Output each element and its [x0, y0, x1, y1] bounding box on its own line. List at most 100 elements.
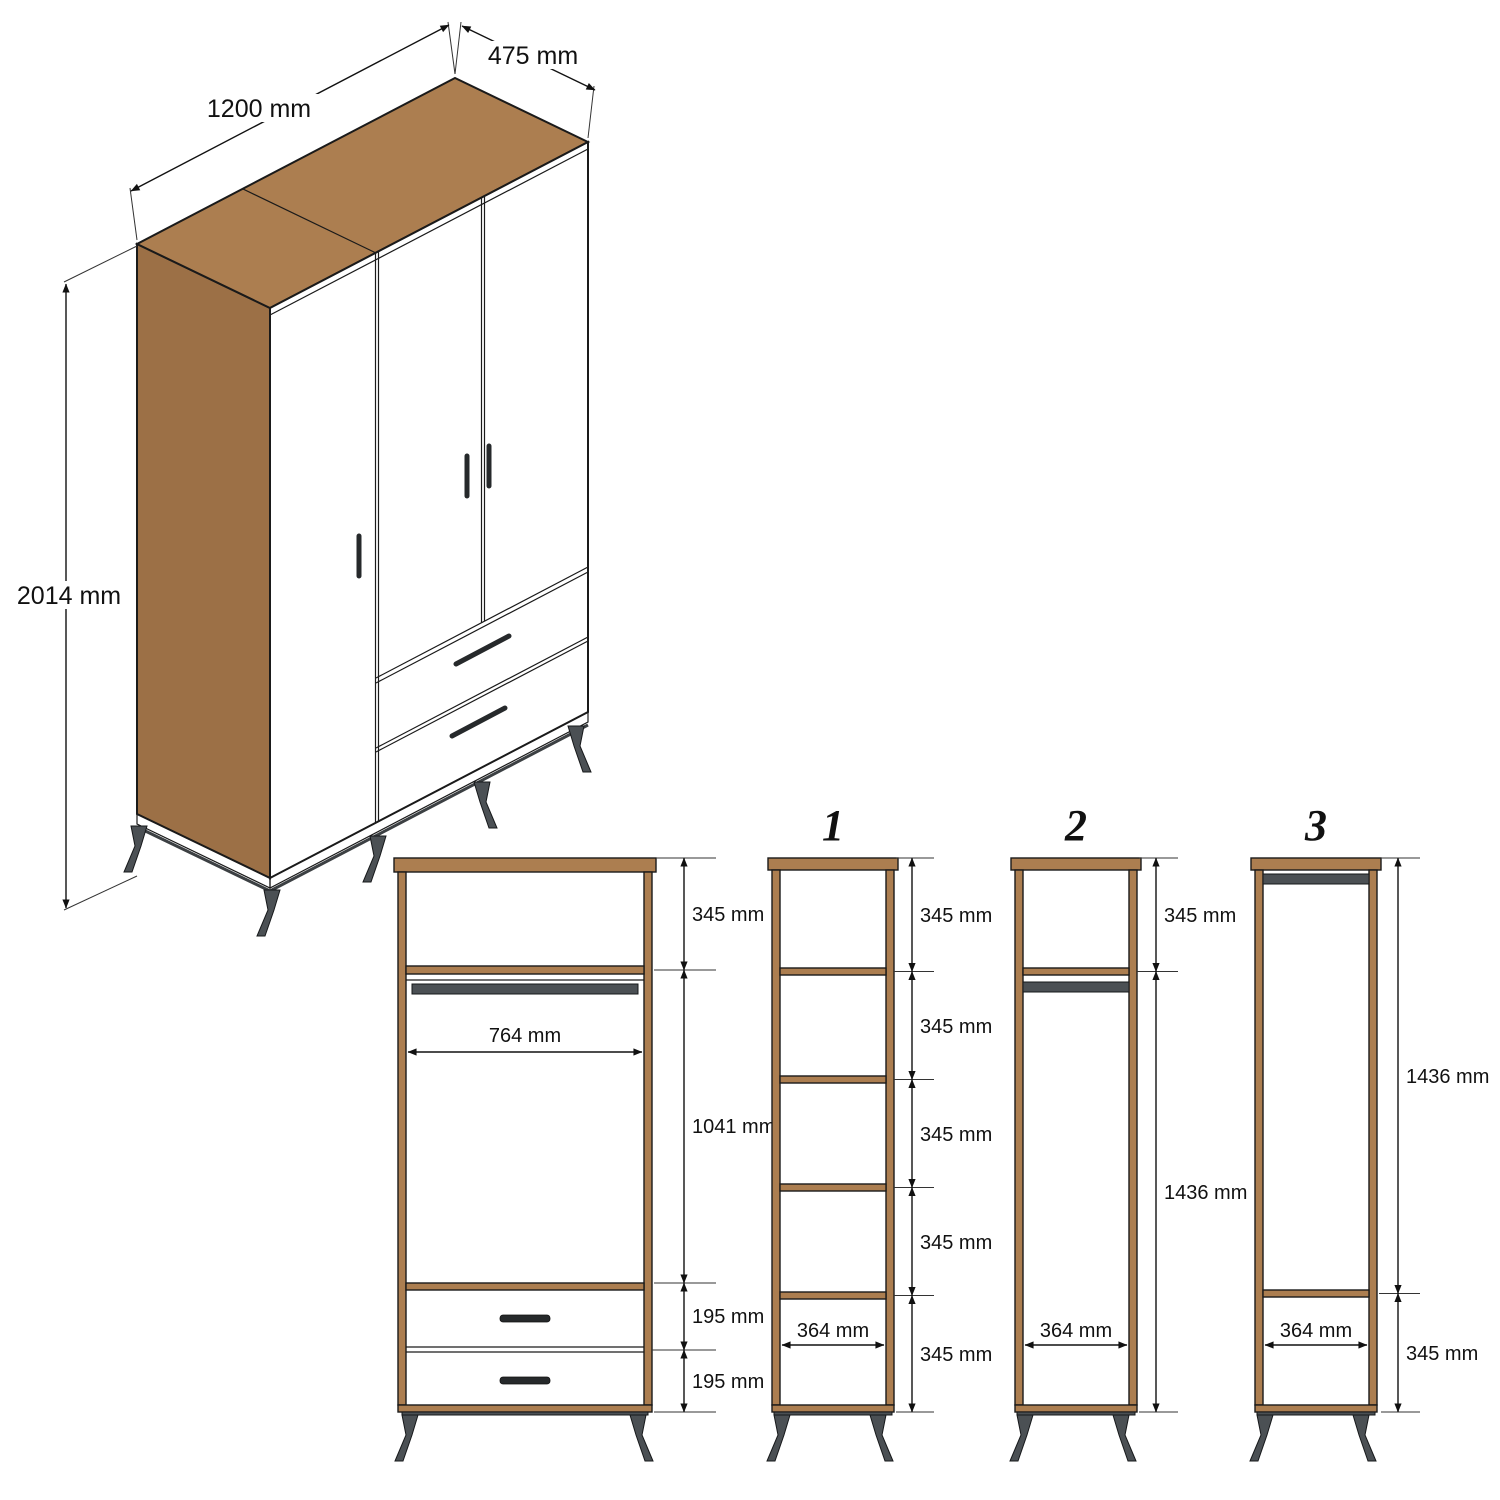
front-section-view: 764 mm 345 mm 1041 mm 195 mm 195 mm — [393, 857, 775, 1462]
metal-legs — [394, 1414, 654, 1462]
metal-base-rail — [1016, 1411, 1136, 1416]
metal-legs — [766, 1414, 894, 1462]
shelf-height-label: 345 mm — [920, 1344, 992, 1366]
drawer-top-board — [405, 1282, 645, 1291]
carcass-boards — [393, 857, 657, 1413]
metal-base-rail — [401, 1411, 649, 1416]
rod-width-label: 764 mm — [489, 1025, 561, 1047]
leg-icon — [869, 1414, 894, 1462]
door-gap-lines — [374, 196, 486, 823]
shelf-board — [1022, 967, 1130, 976]
interior-option-1: 1 364 mm — [766, 801, 992, 1462]
top-shelf-board — [405, 965, 645, 975]
hanging-space-height-label: 1436 mm — [1164, 1182, 1247, 1204]
bottom-board — [771, 1404, 895, 1413]
leg-icon — [766, 1414, 791, 1462]
door-handles — [356, 443, 512, 739]
drawer2-height-label: 195 mm — [692, 1371, 764, 1393]
shelf-height-label: 345 mm — [920, 1016, 992, 1038]
leg-icon — [629, 1414, 654, 1462]
option-1-dimensions: 345 mm 345 mm 345 mm 345 mm 345 mm — [894, 857, 992, 1413]
interior-option-3: 3 364 mm 1436 mm 345 mm — [1249, 801, 1489, 1462]
shelf-board — [1262, 1289, 1370, 1298]
carcass-boards — [1010, 857, 1142, 1413]
drawer-front-lines — [406, 1346, 644, 1353]
leg-icon — [256, 889, 281, 937]
left-side-board — [771, 869, 781, 1406]
drawer-gap-lines — [375, 566, 589, 753]
left-side-board — [1014, 869, 1024, 1406]
option-3-dimensions: 1436 mm 345 mm — [1379, 857, 1489, 1413]
bottom-shelf-height-label: 345 mm — [1406, 1343, 1478, 1365]
shelf-board — [779, 967, 887, 976]
bottom-board — [397, 1404, 653, 1413]
panel-seam-lines — [242, 148, 589, 316]
top-shelf-height-label: 345 mm — [692, 904, 764, 926]
depth-dimension-label: 475 mm — [488, 42, 578, 70]
width-label: 364 mm — [1280, 1320, 1352, 1342]
leg-icon — [1352, 1414, 1377, 1462]
top-board — [767, 857, 899, 871]
option-2-dimensions: 345 mm 1436 mm — [1137, 857, 1247, 1413]
upper-drawer-handle — [499, 1314, 551, 1323]
option-3-number: 3 — [1304, 801, 1327, 850]
right-side-board — [885, 869, 895, 1406]
isometric-view: 2014 mm 1200 mm 475 mm — [10, 21, 596, 937]
height-label-bg — [10, 581, 128, 609]
width-dimension-label: 1200 mm — [207, 95, 311, 123]
option-1-number: 1 — [822, 801, 844, 850]
wardrobe-side-panel — [136, 242, 271, 880]
lower-drawer-handle — [449, 705, 508, 739]
metal-legs — [1009, 1414, 1137, 1462]
leg-icon — [473, 781, 498, 829]
carcass-boards — [767, 857, 899, 1413]
hanging-rod — [1262, 873, 1370, 885]
top-board — [1250, 857, 1382, 871]
shelf-height-label: 345 mm — [920, 1232, 992, 1254]
metal-base-rail — [773, 1411, 893, 1416]
left-side-board — [1254, 869, 1264, 1406]
hanging-space-height-label: 1436 mm — [1406, 1066, 1489, 1088]
shelf-board — [779, 1291, 887, 1300]
leg-icon — [1112, 1414, 1137, 1462]
leg-icon — [123, 825, 148, 873]
right-side-board — [643, 871, 653, 1406]
lower-drawer-handle — [499, 1376, 551, 1385]
side-base-strip — [136, 813, 271, 889]
front-view-dimensions: 345 mm 1041 mm 195 mm 195 mm — [652, 857, 775, 1413]
option-2-number: 2 — [1064, 801, 1087, 850]
height-dimension-label: 2014 mm — [17, 582, 121, 610]
hanging-rod — [411, 983, 639, 995]
width-label: 364 mm — [797, 1320, 869, 1342]
carcass-boards — [1250, 857, 1382, 1413]
depth-label-bg — [479, 41, 587, 69]
shelf-height-label: 345 mm — [920, 905, 992, 927]
width-label-bg — [196, 94, 322, 122]
shelf-height-label: 345 mm — [920, 1124, 992, 1146]
left-side-board — [397, 871, 407, 1406]
metal-base-rails — [136, 723, 589, 893]
bottom-board — [1014, 1404, 1138, 1413]
leg-icon — [362, 835, 387, 883]
top-board — [393, 857, 657, 873]
interior-option-2: 2 364 mm 345 mm 1436 mm — [1009, 801, 1247, 1462]
shelf-board — [779, 1183, 887, 1192]
top-board — [1010, 857, 1142, 871]
shelf-board — [779, 1075, 887, 1084]
upper-drawer-handle — [453, 633, 512, 667]
metal-base-rail — [1256, 1411, 1376, 1416]
hanging-space-height-label: 1041 mm — [692, 1116, 775, 1138]
leg-icon — [1009, 1414, 1034, 1462]
leg-icon — [567, 725, 592, 773]
leg-icon — [394, 1414, 419, 1462]
metal-legs — [1249, 1414, 1377, 1462]
drawer1-height-label: 195 mm — [692, 1306, 764, 1328]
leg-icon — [1249, 1414, 1274, 1462]
right-side-board — [1128, 869, 1138, 1406]
hanging-rod — [1022, 981, 1130, 993]
bottom-board — [1254, 1404, 1378, 1413]
isometric-dimensions: 2014 mm 1200 mm 475 mm — [10, 21, 596, 911]
top-shelf-height-label: 345 mm — [1164, 905, 1236, 927]
